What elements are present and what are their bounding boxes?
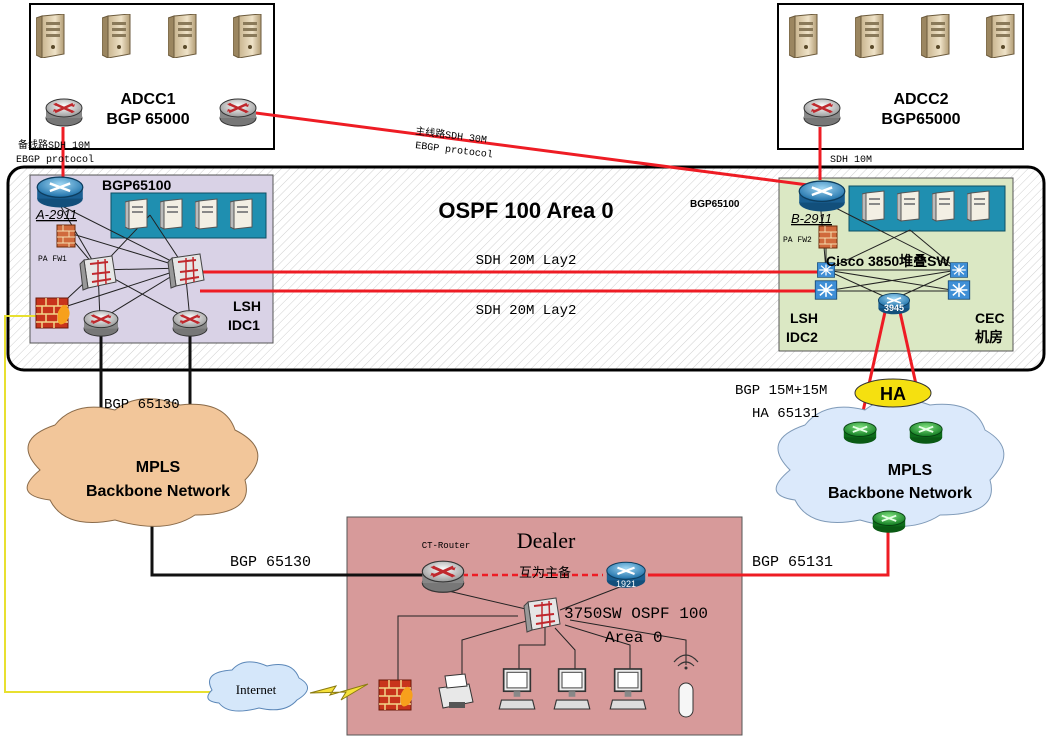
pc-icon: [553, 668, 591, 710]
firewall-icon: [378, 679, 414, 711]
idc2-3945-label: 3945: [884, 303, 904, 313]
idc2-site: LSH: [790, 310, 818, 326]
adcc2-name: ADCC2: [893, 91, 948, 108]
server-icon: [233, 14, 262, 58]
server-icon: [897, 190, 920, 222]
server-icon: [921, 14, 950, 58]
router-icon: [802, 97, 842, 128]
server-icon: [789, 14, 818, 58]
server-icon: [230, 198, 253, 230]
server-icon: [967, 190, 990, 222]
mpls-right-line1: MPLS: [888, 462, 933, 479]
idc2-router-name: B-2911: [791, 211, 832, 226]
firewall-icon: [35, 297, 71, 329]
idc1-router-name: A-2911: [35, 207, 77, 222]
bgp-ha-speed: BGP 15M+15M: [735, 383, 827, 399]
adcc2-asn: BGP65000: [881, 111, 960, 128]
mpls-right-line2: Backbone Network: [828, 485, 972, 502]
firewall-icon: [56, 224, 76, 248]
internet-cloud: [207, 661, 308, 712]
router-icon: [82, 309, 120, 338]
router-icon: [420, 559, 466, 594]
server-icon: [168, 14, 197, 58]
idc1-firewall-name: PA FW1: [38, 255, 67, 264]
router-icon: [842, 421, 878, 445]
router1921-label: 1921: [616, 579, 636, 589]
bgp-dealer-left: BGP 65130: [230, 554, 311, 571]
server-icon: [855, 14, 884, 58]
idc1-site: LSH: [233, 298, 261, 314]
server-icon: [986, 14, 1015, 58]
idc2-switch-name: Cisco 3850堆叠SW: [826, 253, 950, 269]
dealer-title: Dealer: [517, 528, 576, 553]
router-icon: [871, 510, 907, 534]
mpls-cloud-left: [26, 398, 259, 527]
backup-link-label: 备线路SDH 10M: [18, 138, 90, 152]
router-icon: [797, 179, 847, 213]
server-icon: [36, 14, 65, 58]
router-icon: [908, 421, 944, 445]
ct-router-label: CT-Router: [422, 541, 471, 551]
ha-badge: [854, 378, 932, 408]
idc1-site2: IDC1: [228, 317, 260, 333]
switch-icon: [814, 280, 838, 300]
mpls-left-line1: MPLS: [136, 459, 181, 476]
dealer-switch-area: Area 0: [605, 629, 663, 647]
internet-label: Internet: [236, 682, 277, 697]
mpls-left-line2: Backbone Network: [86, 483, 230, 500]
idc2-firewall-name: PA FW2: [783, 236, 812, 245]
text-labels: ADCC1 BGP 65000 ADCC2 BGP65000 备线路SDH 10…: [16, 91, 1005, 697]
router-icon: [44, 97, 84, 128]
idc2-site2: IDC2: [786, 329, 818, 345]
server-icon: [102, 14, 131, 58]
bgp-left-label: BGP 65130: [104, 397, 180, 413]
pc-icon: [609, 668, 647, 710]
idc2-cec2: 机房: [975, 329, 1003, 345]
server-icon: [932, 190, 955, 222]
link-lines: [4, 110, 959, 693]
router-icon: [171, 309, 209, 338]
firewall-icon: [818, 225, 838, 249]
sdh-right-label: SDH 10M: [830, 155, 872, 166]
router-icon: [35, 175, 85, 209]
bgp-dealer-right: BGP 65131: [752, 554, 833, 571]
mutual-label: 互为主备: [519, 565, 571, 580]
lay2-bottom-label: SDH 20M Lay2: [476, 303, 577, 319]
adcc1-name: ADCC1: [120, 91, 175, 108]
mpls-cloud-right: [775, 398, 1005, 527]
pc-icon: [498, 668, 536, 710]
server-icon: [862, 190, 885, 222]
server-icon: [160, 198, 183, 230]
switch-icon: [949, 262, 969, 278]
lightning-icon: [309, 683, 369, 701]
wifi-ap-icon: [673, 654, 699, 718]
idc2-bgp: BGP65100: [690, 199, 740, 210]
adcc1-asn: BGP 65000: [106, 111, 189, 128]
server-icon: [195, 198, 218, 230]
ha-label: HA: [880, 384, 906, 404]
switch-icon: [947, 280, 971, 300]
bgp-ha-asn: HA 65131: [752, 406, 819, 422]
idc2-cec: CEC: [975, 310, 1005, 326]
backup-link-proto: EBGP protocol: [16, 154, 94, 166]
server-icon: [125, 198, 148, 230]
ospf-title: OSPF 100 Area 0: [438, 198, 613, 223]
router-icon: [218, 97, 258, 128]
dealer-switch-label: 3750SW OSPF 100: [564, 605, 708, 623]
idc1-bgp: BGP65100: [102, 177, 171, 193]
lay2-top-label: SDH 20M Lay2: [476, 253, 577, 269]
